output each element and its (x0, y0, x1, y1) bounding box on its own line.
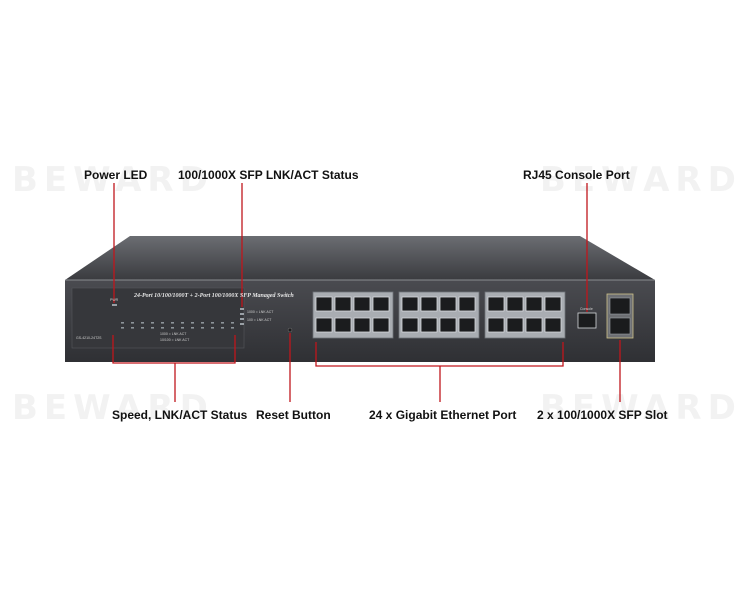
sfp-slot-label: 2 x 100/1000X SFP Slot (537, 408, 668, 422)
gigabit-ports-label: 24 x Gigabit Ethernet Port (369, 408, 517, 422)
ethernet-port-block-1 (312, 291, 394, 339)
ethernet-port-block-2 (398, 291, 480, 339)
power-led-label: Power LED (84, 168, 148, 182)
speed-status-label: Speed, LNK/ACT Status (112, 408, 248, 422)
watermark: BEWARD (540, 388, 742, 428)
ethernet-port-block-3 (484, 291, 566, 339)
console-port (577, 312, 597, 329)
watermark: BEWARD (540, 160, 742, 200)
speed-led-row-1 (121, 322, 234, 324)
speed-led-row-2 (121, 327, 234, 329)
power-led (112, 304, 117, 306)
sfp-status-leds (240, 308, 244, 325)
callout-lines (112, 183, 621, 402)
sfp-status-label: 100/1000X SFP LNK/ACT Status (178, 168, 359, 182)
pwr-label: PWR (110, 298, 119, 302)
watermark: BEWARD (12, 160, 214, 200)
reset-button[interactable] (287, 327, 293, 333)
console-port-label: RJ45 Console Port (523, 168, 630, 182)
sfp-slots (606, 293, 634, 339)
console-label: Console (580, 307, 593, 311)
sfp-legend-1: 1000 = LNK ACT (247, 310, 274, 314)
led-panel (71, 287, 245, 349)
chassis-top (65, 236, 655, 280)
sfp-legend-2: 100 = LNK ACT (247, 318, 272, 322)
speed-legend-2: 10/100 = LNK ACT (160, 338, 190, 342)
speed-legend-1: 1000 = LNK ACT (160, 332, 187, 336)
device-model-line: 24-Port 10/100/1000T + 2-Port 100/1000X … (134, 293, 294, 299)
reset-button-label: Reset Button (256, 408, 331, 422)
device-model-code: GS-4210-24T2S (76, 336, 102, 340)
